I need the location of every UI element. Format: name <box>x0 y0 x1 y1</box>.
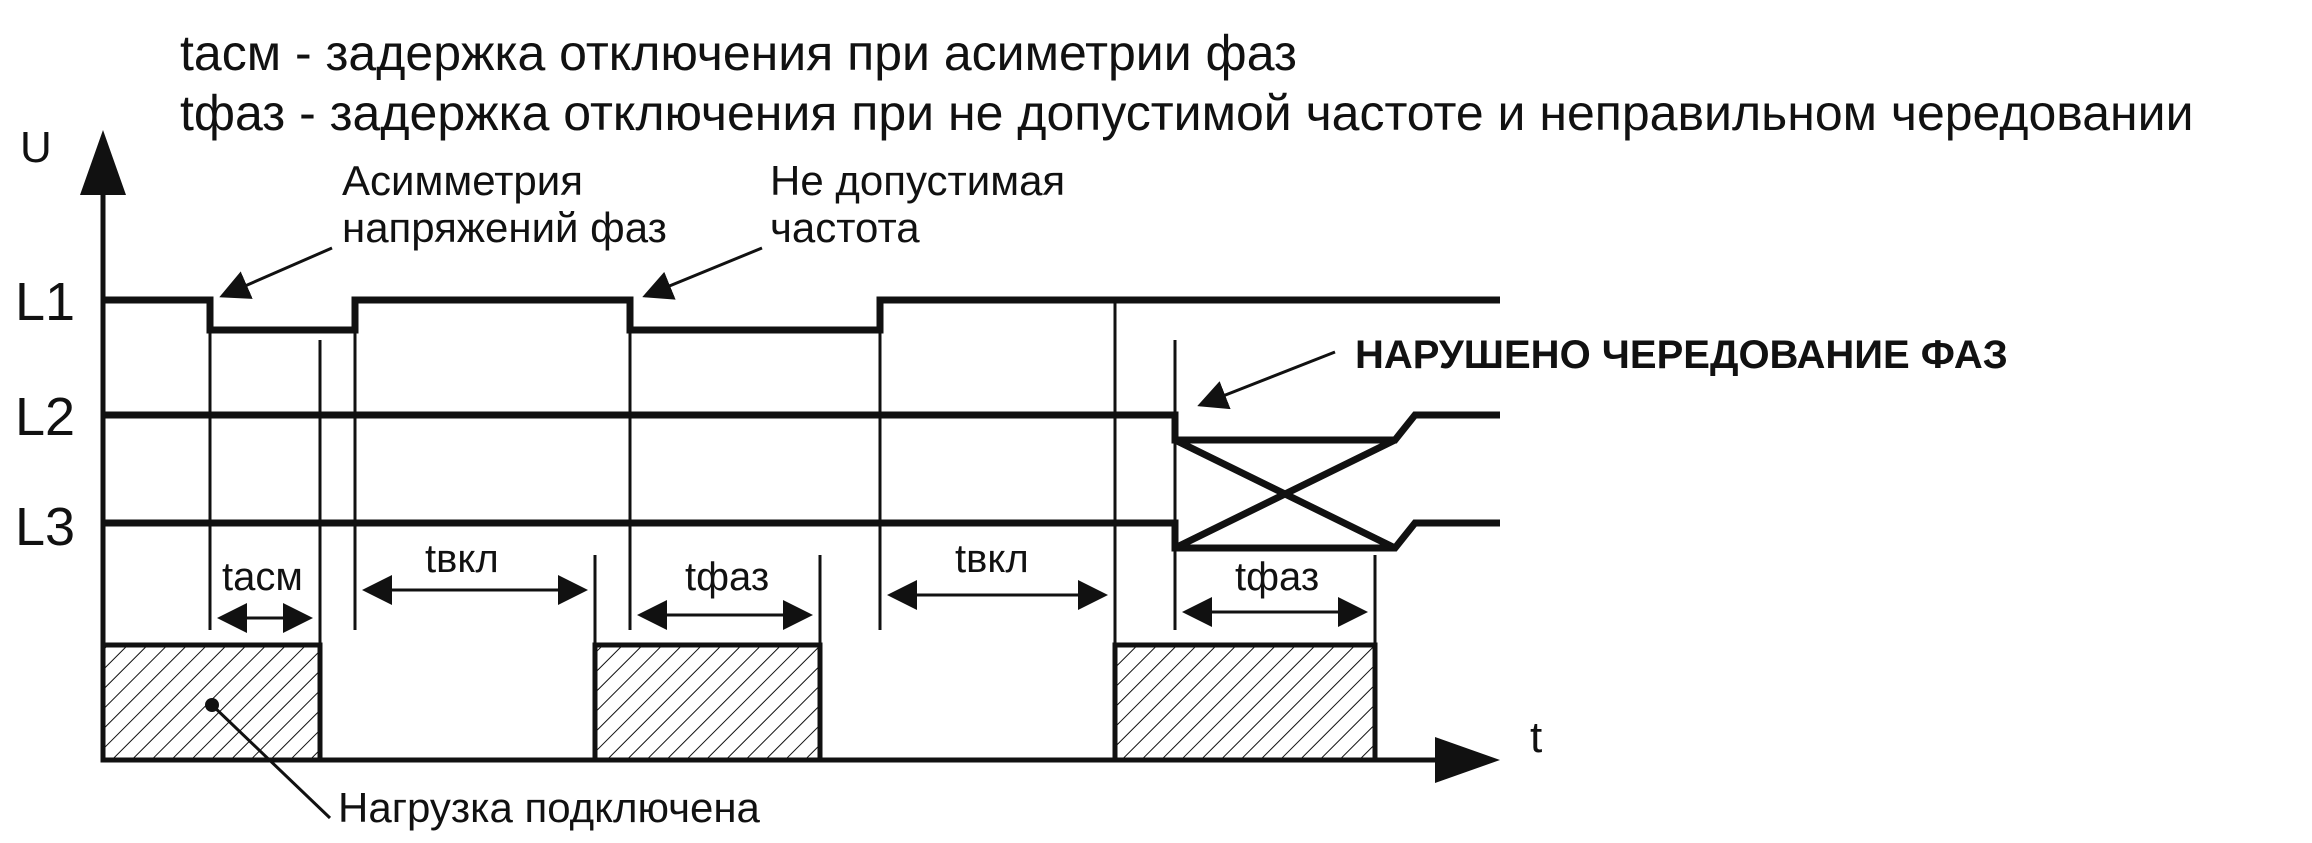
legend-phase-delay: tфаз - задержка отключения при не допуст… <box>180 85 2194 141</box>
annotation-frequency-line2: частота <box>770 204 920 251</box>
annotation-phase-order-violation: НАРУШЕНО ЧЕРЕДОВАНИЕ ФАЗ <box>1355 333 2008 377</box>
load-block <box>592 642 823 763</box>
load-connected-label: Нагрузка подключена <box>338 784 761 831</box>
y-axis-arrow-icon <box>80 130 126 195</box>
interval-label-t-faz-1: tфаз <box>685 555 769 599</box>
phase-label-l1: L1 <box>15 272 75 332</box>
interval-arrows <box>217 575 1368 633</box>
annotation-arrows <box>219 246 1336 410</box>
load-blocks <box>100 642 1378 763</box>
phase-l3-signal <box>103 519 1500 552</box>
phase-label-l2: L2 <box>15 387 75 447</box>
x-axis-label: t <box>1530 713 1542 762</box>
phase-l2-signal <box>103 411 1500 444</box>
phase-l1-signal <box>103 296 1500 334</box>
interval-label-t-on-2: tвкл <box>955 537 1029 581</box>
x-axis-arrow-icon <box>1435 737 1500 783</box>
annotation-frequency-line1: Не допустимая <box>770 157 1065 204</box>
legend-asym-delay: tасм - задержка отключения при асиметрии… <box>180 25 1297 81</box>
interval-label-t-faz-2: tфаз <box>1235 555 1319 599</box>
load-block <box>1112 642 1378 763</box>
interval-label-t-on-1: tвкл <box>425 537 499 581</box>
interval-label-t-asm: tасм <box>222 555 303 599</box>
load-callout-leader <box>210 703 332 820</box>
phase-label-l3: L3 <box>15 497 75 557</box>
annotation-asymmetry-line1: Асимметрия <box>342 157 583 204</box>
phase-l3-crossing <box>1173 436 1397 552</box>
annotation-asymmetry-line2: напряжений фаз <box>342 204 667 251</box>
y-axis-label: U <box>20 123 52 172</box>
